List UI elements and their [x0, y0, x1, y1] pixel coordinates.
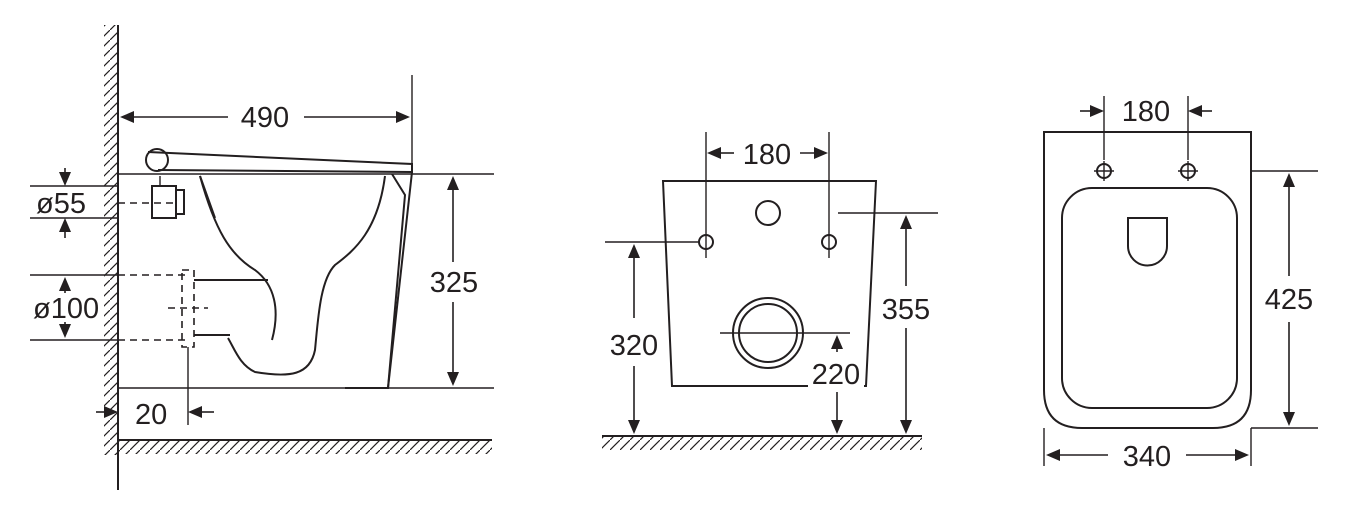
dim-55-arrow-top [59, 172, 71, 186]
dim-340-label: 340 [1123, 441, 1171, 473]
back-body [661, 180, 878, 387]
inlet-hole [755, 200, 781, 226]
dim-55-label: ø55 [36, 188, 86, 220]
dim-490-label: 490 [241, 102, 289, 134]
dim-490-arrow-left [120, 111, 134, 123]
dim-355-arrow-bottom [900, 420, 912, 434]
top-seat [1061, 187, 1238, 409]
dim-425-arrow-top [1283, 173, 1295, 187]
dim-20-arrow-right [188, 406, 202, 418]
dim-180b-arrow-left [707, 147, 721, 159]
dim-355-arrow-top [900, 215, 912, 229]
dim-340-arrow-right [1235, 449, 1249, 461]
dim-220-label: 220 [812, 359, 860, 391]
outlet-fitting [151, 185, 177, 219]
seat-lid [147, 151, 413, 174]
inner-rim [199, 175, 216, 219]
dim-320-arrow-bottom [628, 420, 640, 434]
back-view: 180 320 355 220 [602, 132, 938, 450]
dim-220-arrow-bottom [831, 420, 843, 434]
dim-325-arrow-bottom [447, 372, 459, 386]
dim-100-label: ø100 [33, 293, 99, 325]
dim-180b-label: 180 [743, 139, 791, 171]
dim-20-label: 20 [135, 399, 167, 431]
side-view: 490 ø55 ø100 20 325 [30, 25, 494, 490]
dim-320-label: 320 [610, 330, 658, 362]
bolt-marker-left-icon [1094, 161, 1114, 181]
hinge-icon [145, 148, 169, 172]
dim-490-arrow-right [396, 111, 410, 123]
dim-20-arrow-left [104, 406, 118, 418]
dim-425-arrow-bottom [1283, 412, 1295, 426]
top-body-outer [1043, 131, 1252, 429]
dim-340-arrow-left [1046, 449, 1060, 461]
dim-425-label: 425 [1265, 284, 1313, 316]
top-view: 180 425 340 [1043, 96, 1318, 473]
trap-curve-upper [199, 175, 277, 341]
dim-100-arrow-top [59, 277, 71, 291]
dim-180t-arrow-right [1188, 105, 1202, 117]
dim-220-arrow-top [831, 335, 843, 349]
trap-curve-lower [227, 175, 386, 376]
dim-355-label: 355 [882, 294, 930, 326]
dim-180t-arrow-left [1090, 105, 1104, 117]
dim-180b-arrow-right [814, 147, 828, 159]
floor-hatch-side [118, 440, 492, 454]
dim-320-arrow-top [628, 244, 640, 258]
floor-hatch-back [602, 436, 922, 450]
bolt-marker-right-icon [1178, 161, 1198, 181]
dim-325-arrow-top [447, 176, 459, 190]
dim-55-arrow-bottom [59, 218, 71, 232]
dim-100-arrow-bottom [59, 324, 71, 338]
dim-180t-label: 180 [1122, 96, 1170, 128]
dim-325-label: 325 [430, 267, 478, 299]
outlet-collar [175, 189, 185, 215]
bowl-front-inner [387, 173, 407, 389]
wall-hatch [104, 25, 118, 455]
dim-220-label-bg [808, 356, 864, 388]
top-opening [1127, 217, 1168, 267]
